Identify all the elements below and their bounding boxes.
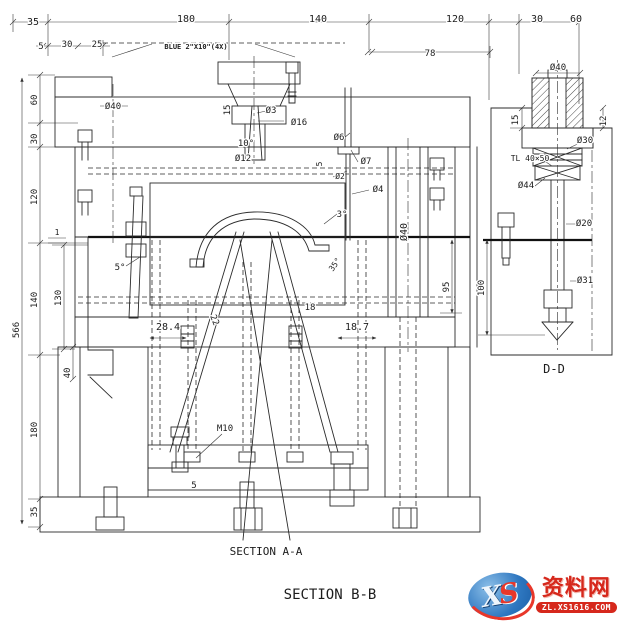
- dim-label: 1: [55, 228, 60, 237]
- dim-label: 10°: [238, 139, 254, 149]
- dim-label: 35: [27, 17, 39, 28]
- dim-label: 12: [599, 116, 609, 127]
- dim-label: Ø16: [291, 117, 307, 128]
- blue-note: BLUE 2"X10"(4X): [164, 43, 227, 51]
- dim-label: 5: [191, 481, 196, 491]
- dim-label: 40: [63, 368, 73, 379]
- dim-label: Ø2: [335, 171, 345, 181]
- dimension-lines: [9, 14, 583, 531]
- dim-label: 130: [54, 290, 64, 306]
- dim-label: 30: [62, 40, 73, 50]
- dim-label: 35°: [327, 256, 343, 273]
- dim-label: 60: [30, 95, 40, 106]
- dim-label: 120: [30, 189, 40, 205]
- dim-label: Ø44: [518, 180, 534, 191]
- dim-label: 18: [305, 303, 316, 313]
- dim-label: Ø20: [576, 218, 592, 229]
- dim-label: Ø12: [235, 153, 251, 164]
- watermark-swoosh: [461, 565, 539, 621]
- dim-label: Ø4: [373, 184, 384, 195]
- dim-label: Ø31: [577, 275, 593, 286]
- dim-label: 95: [442, 282, 452, 293]
- dim-label: 180: [30, 422, 40, 438]
- dim-label: 35: [30, 507, 40, 518]
- dd-view-label: D-D: [543, 362, 565, 376]
- dim-label: 30: [531, 14, 543, 25]
- tl-bushing-note: TL 40×50: [511, 154, 550, 163]
- dim-label: 140: [309, 14, 327, 25]
- dim-label: 140: [30, 292, 40, 308]
- section-b-b-label: SECTION B-B: [284, 587, 377, 603]
- dim-label: Ø30: [577, 135, 593, 146]
- dim-label: 18.7: [345, 322, 369, 333]
- dim-label: Ø40: [550, 62, 566, 73]
- dim-label: 15: [511, 115, 521, 126]
- dim-label: Ø7: [361, 156, 372, 167]
- dim-label: 25: [92, 40, 103, 50]
- dim-label: 78: [425, 49, 436, 59]
- section-a-a-label: SECTION A-A: [230, 545, 303, 558]
- dim-label: 28.4: [156, 322, 180, 333]
- dim-label: Ø3: [266, 105, 277, 116]
- watermark-site-url: ZL.XS1616.COM: [535, 601, 617, 613]
- dim-label: 180: [177, 14, 195, 25]
- dd-detail-view: [478, 60, 613, 356]
- watermark-site-name: 资料网: [541, 575, 611, 601]
- dim-label: 5°: [115, 263, 126, 273]
- dim-label: Ø40: [398, 223, 410, 241]
- dim-label: 566: [12, 322, 22, 338]
- dim-label: 100: [477, 280, 487, 296]
- dim-label: Ø40: [105, 101, 121, 112]
- dim-label: 60: [570, 14, 582, 25]
- dim-label: 5: [38, 42, 43, 52]
- dim-label: 5: [315, 161, 324, 166]
- dim-label: 3°: [337, 210, 348, 220]
- dim-label: 120: [446, 14, 464, 25]
- dim-label: Ø6: [334, 132, 345, 143]
- dim-label: 30: [30, 134, 40, 145]
- main-section-view: [39, 56, 481, 541]
- dim-label: 15: [223, 105, 233, 116]
- dim-label: M10: [217, 424, 233, 434]
